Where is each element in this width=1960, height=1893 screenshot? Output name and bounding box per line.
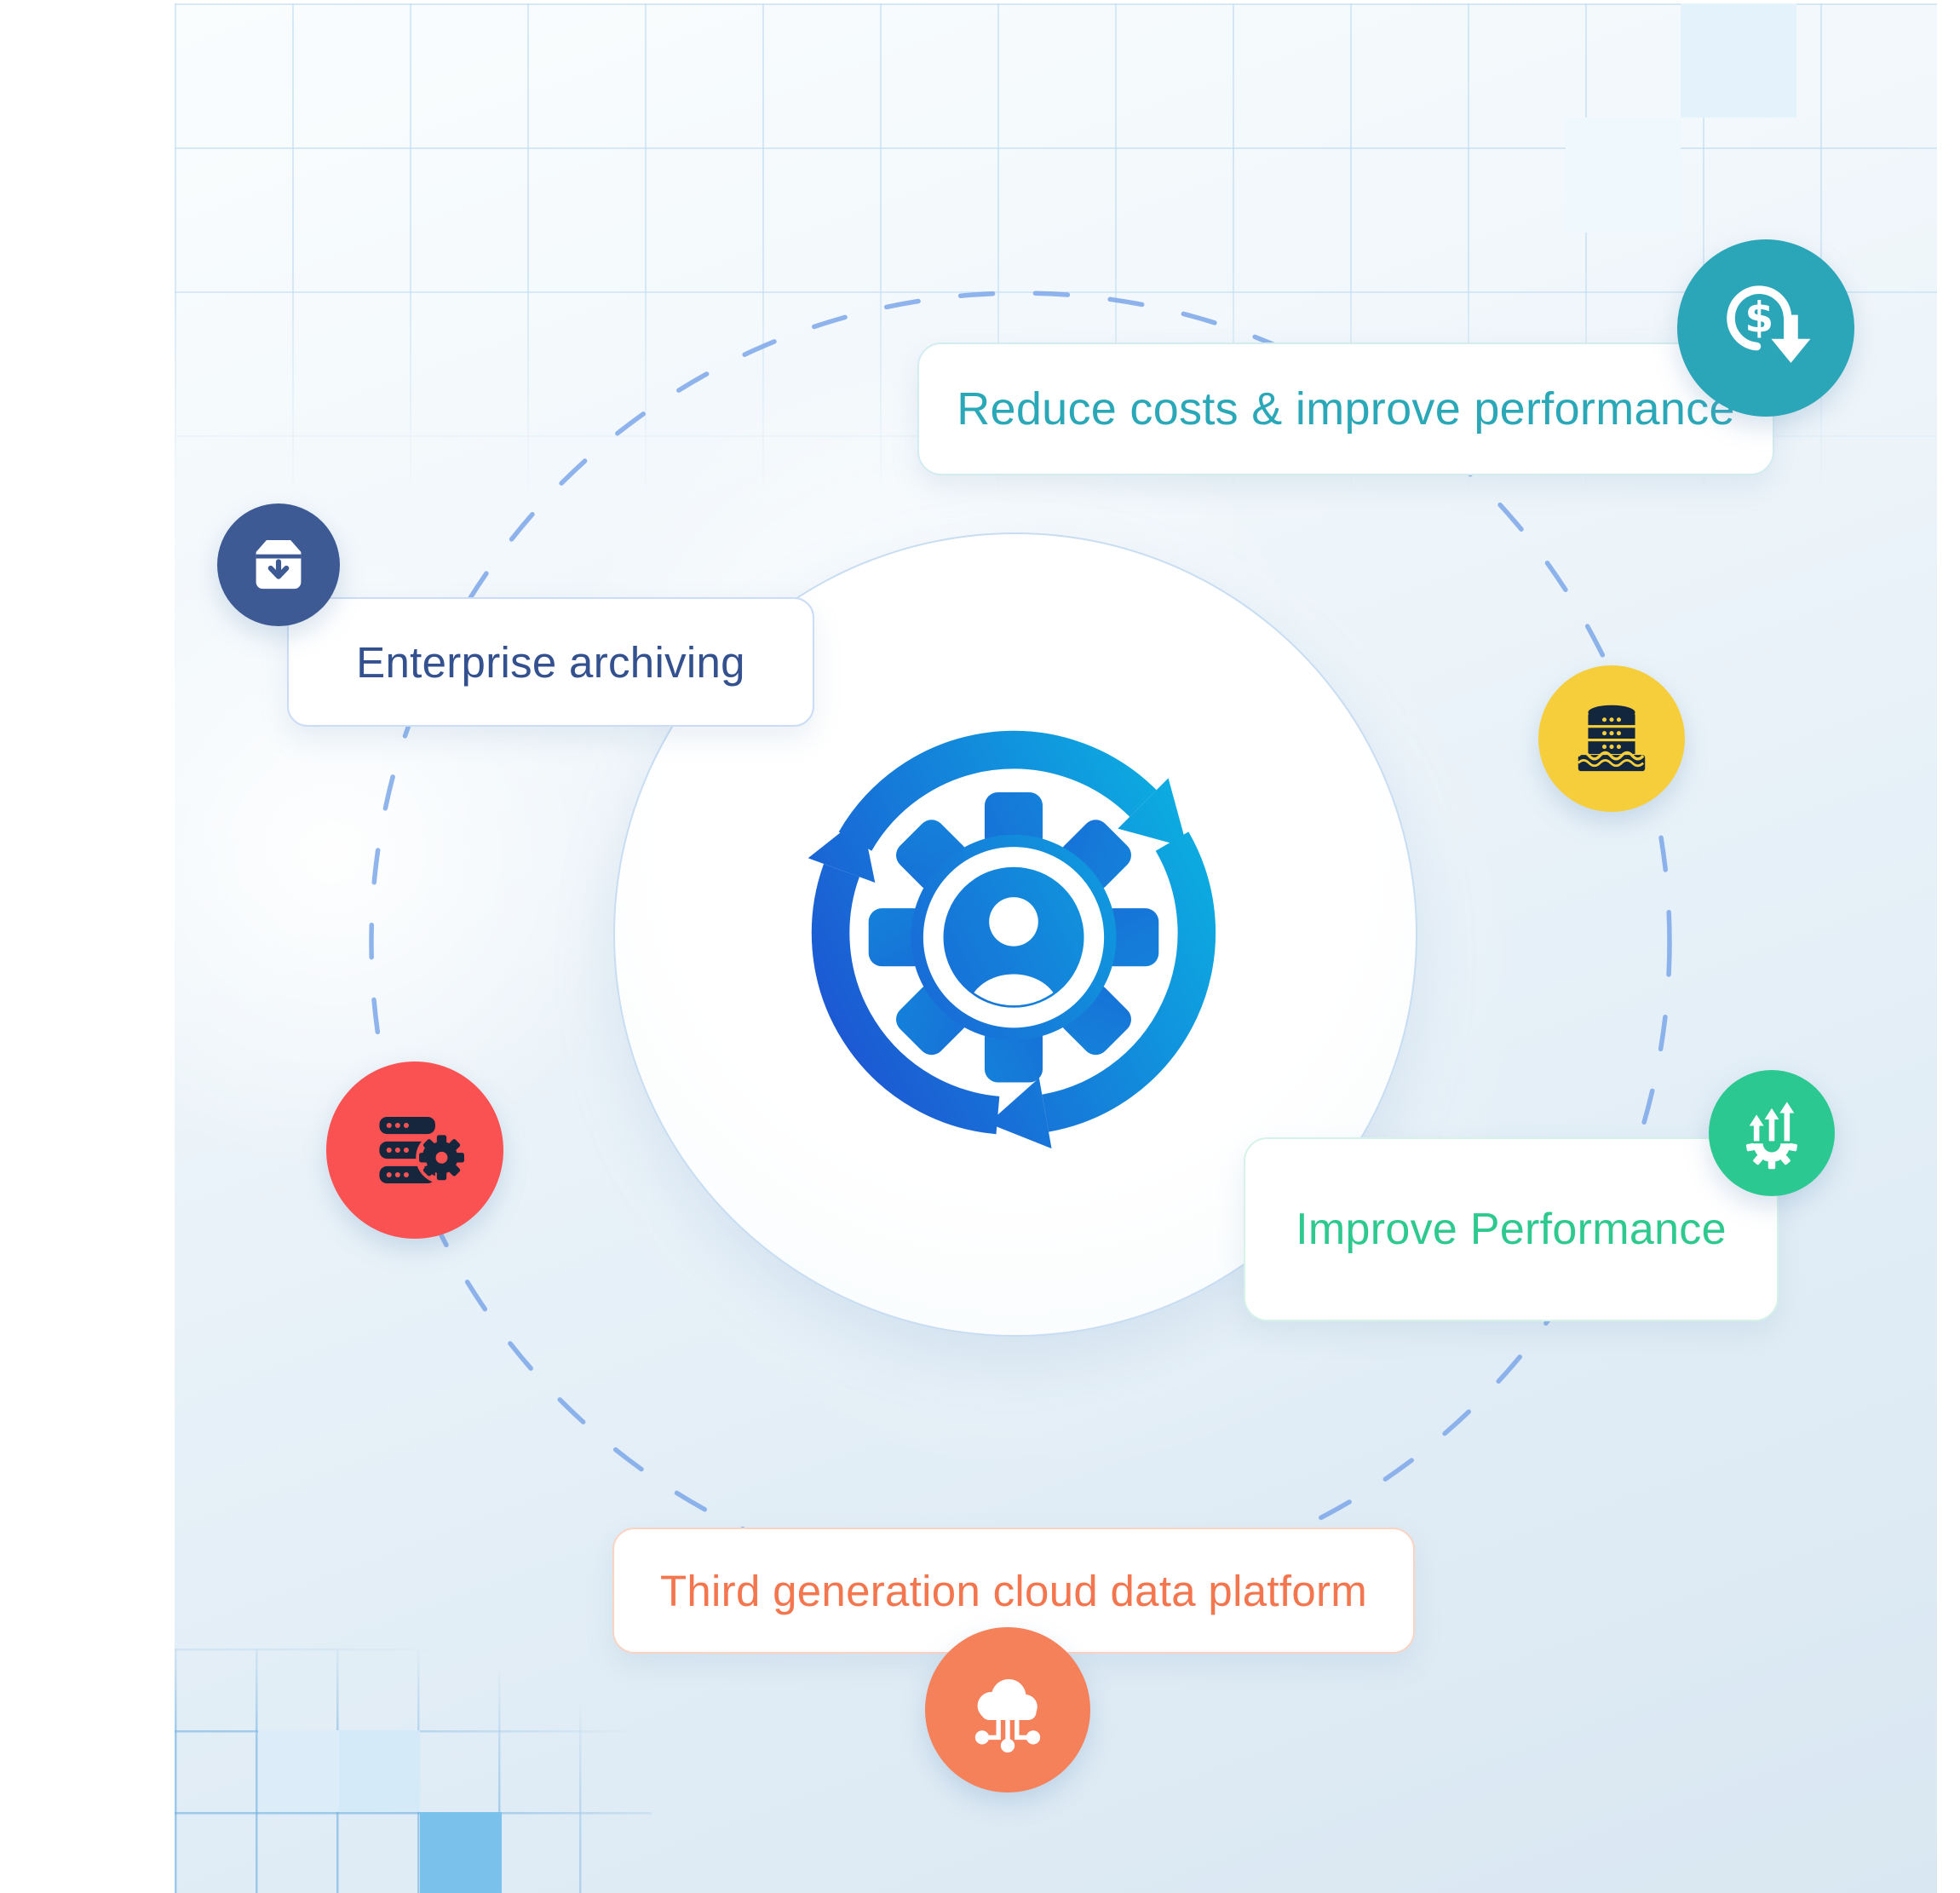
badge-improve-performance	[1709, 1070, 1835, 1196]
label-enterprise-archiving: Enterprise archiving	[287, 597, 814, 727]
grid-highlight-cell	[258, 1730, 339, 1812]
server-gear-icon	[379, 1116, 468, 1184]
label-improve-performance-text: Improve Performance	[1296, 1205, 1727, 1254]
grid-highlight-cell	[1681, 3, 1796, 118]
label-reduce-costs-text: Reduce costs & improve performance	[957, 383, 1735, 434]
archive-box-icon	[256, 539, 302, 590]
label-reduce-costs: Reduce costs & improve performance	[917, 342, 1774, 475]
svg-text:$: $	[1744, 294, 1773, 342]
label-improve-performance: Improve Performance	[1244, 1137, 1779, 1321]
badge-cloud-platform	[925, 1627, 1090, 1792]
label-enterprise-archiving-text: Enterprise archiving	[356, 637, 745, 687]
growth-arrows-gear-icon	[1745, 1102, 1798, 1170]
user-gear-cycle-icon	[790, 710, 1237, 1156]
cloud-network-icon	[974, 1679, 1041, 1753]
badge-enterprise-archiving	[217, 503, 340, 626]
badge-server-management	[326, 1062, 503, 1239]
grid-highlight-cell	[420, 1812, 502, 1893]
badge-data-lake	[1538, 665, 1685, 812]
data-lake-icon	[1577, 705, 1646, 772]
orbit-dashed-ring	[369, 291, 1672, 1594]
dollar-decrease-icon: $	[1727, 285, 1811, 363]
grid-highlight-cell	[339, 1730, 420, 1812]
badge-cost-reduction: $	[1677, 239, 1854, 417]
diagram-canvas: Reduce costs & improve performance Enter…	[175, 3, 1937, 1893]
grid-highlight-cell	[1566, 118, 1681, 233]
label-third-generation-text: Third generation cloud data platform	[659, 1566, 1368, 1615]
